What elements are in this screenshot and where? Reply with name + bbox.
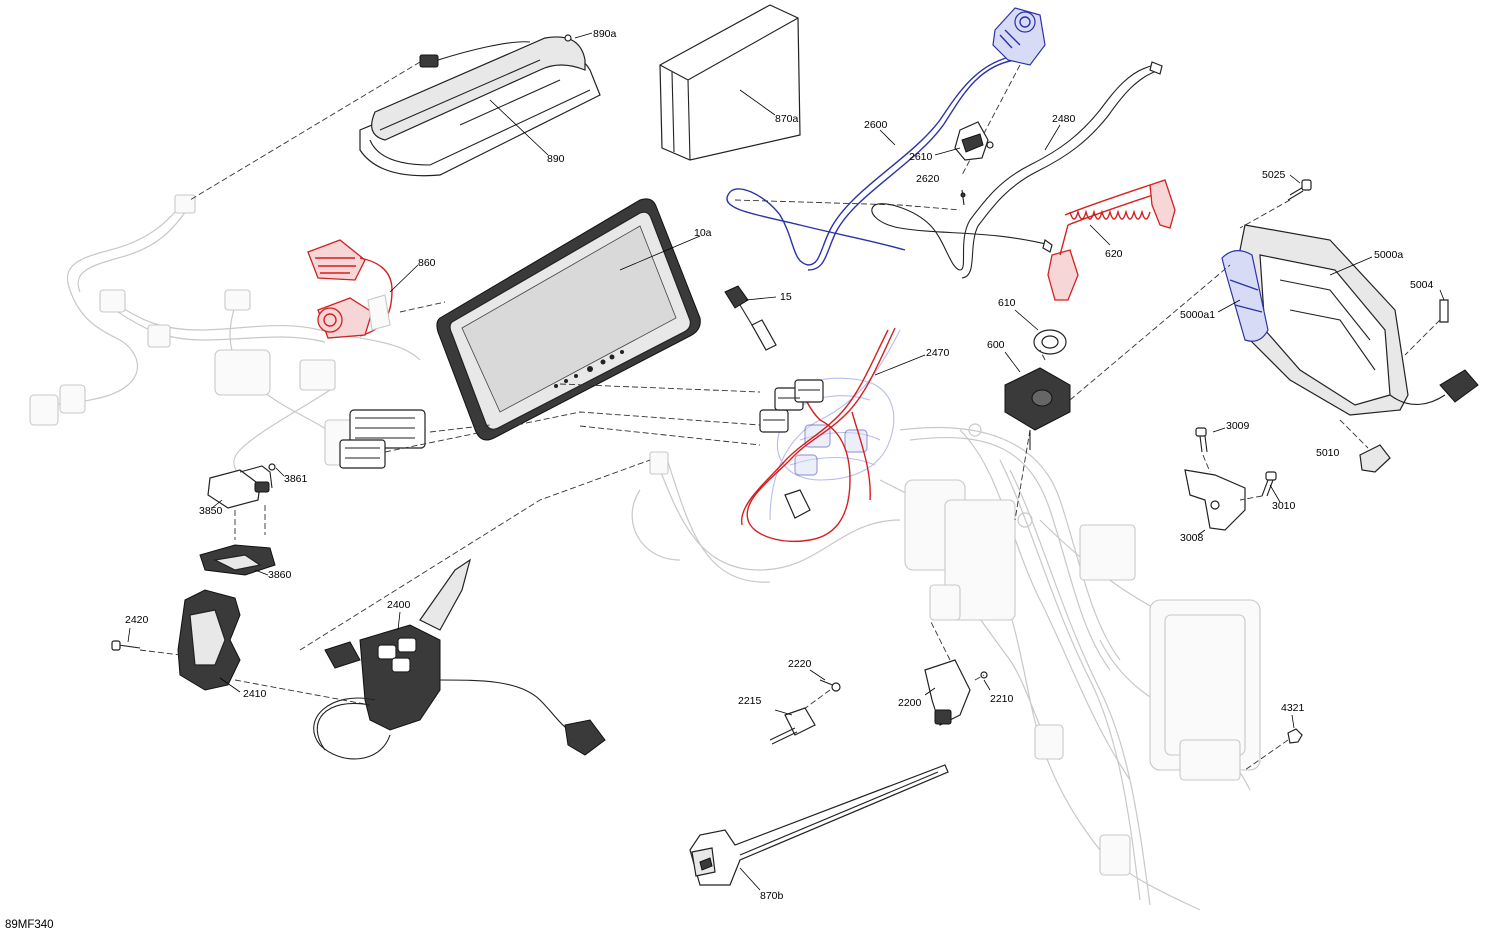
callout-3850: 3850 bbox=[199, 505, 223, 517]
callout-2420: 2420 bbox=[125, 614, 149, 626]
callout-5004: 5004 bbox=[1410, 279, 1434, 291]
part-860-red-connector bbox=[307, 239, 393, 339]
callout-3008: 3008 bbox=[1180, 532, 1204, 544]
callout-15: 15 bbox=[780, 291, 792, 303]
callout-3009: 3009 bbox=[1226, 420, 1250, 432]
callout-10a: 10a bbox=[694, 227, 712, 239]
callout-2480: 2480 bbox=[1052, 113, 1076, 125]
callout-2410: 2410 bbox=[243, 688, 267, 700]
part-2600-blue-harness bbox=[726, 7, 1046, 271]
callout-2610: 2610 bbox=[909, 151, 933, 163]
ghost-main-harness bbox=[631, 423, 1261, 911]
callout-870b: 870b bbox=[760, 890, 784, 902]
part-890-module bbox=[359, 34, 601, 177]
part-3860-bracket bbox=[199, 544, 276, 576]
callout-2620: 2620 bbox=[916, 173, 940, 185]
callout-labels: 890a 870a 890 2600 2480 2610 2620 5025 6… bbox=[125, 28, 1434, 902]
part-2200-sensor bbox=[924, 659, 971, 726]
part-15-connector bbox=[724, 285, 777, 351]
part-10a-display bbox=[436, 198, 701, 441]
part-2470-connectors bbox=[759, 379, 824, 433]
part-2480-cable bbox=[871, 61, 1163, 279]
callout-2470: 2470 bbox=[926, 347, 950, 359]
callout-3860: 3860 bbox=[268, 569, 292, 581]
ghost-left-harness bbox=[29, 194, 426, 486]
callout-620: 620 bbox=[1105, 248, 1123, 260]
part-600-switch bbox=[1004, 367, 1071, 450]
part-2215-bracket bbox=[769, 707, 816, 745]
part-610-grommet bbox=[1033, 329, 1067, 355]
callout-2200: 2200 bbox=[898, 697, 922, 709]
part-4321-nut bbox=[1287, 728, 1303, 744]
callout-2400: 2400 bbox=[387, 599, 411, 611]
callout-890a: 890a bbox=[593, 28, 617, 40]
part-2400-handlebar-switch bbox=[313, 558, 606, 760]
callout-5000a1: 5000a1 bbox=[1180, 309, 1215, 321]
callout-5010: 5010 bbox=[1316, 447, 1340, 459]
part-5010-clip bbox=[1359, 444, 1391, 473]
part-3009-bolt bbox=[1195, 427, 1208, 453]
part-2410-cover bbox=[177, 589, 241, 691]
callout-2220: 2220 bbox=[788, 658, 812, 670]
callout-3010: 3010 bbox=[1272, 500, 1296, 512]
part-2470-red-harness bbox=[741, 327, 901, 542]
part-2610-clip bbox=[954, 121, 994, 161]
callout-2600: 2600 bbox=[864, 119, 888, 131]
part-870b-cable-tie bbox=[689, 764, 949, 886]
part-620-red-lanyard bbox=[1047, 179, 1176, 301]
part-3008-bracket bbox=[1184, 469, 1246, 531]
callout-5000a: 5000a bbox=[1374, 249, 1403, 261]
callout-600: 600 bbox=[987, 339, 1005, 351]
callout-870a: 870a bbox=[775, 113, 799, 125]
part-3861-screw bbox=[268, 463, 276, 471]
part-5000a-module bbox=[1221, 224, 1479, 416]
part-2220-screw bbox=[819, 679, 841, 692]
callout-890: 890 bbox=[547, 153, 565, 165]
part-5025-bolt bbox=[1287, 179, 1312, 201]
part-3010-bolt bbox=[1261, 471, 1277, 497]
part-3850-module bbox=[207, 465, 273, 509]
callout-5025: 5025 bbox=[1262, 169, 1286, 181]
figure-code: 89MF340 bbox=[5, 919, 54, 931]
part-2420-screw bbox=[111, 640, 141, 651]
callout-860: 860 bbox=[418, 257, 436, 269]
callout-4321: 4321 bbox=[1281, 702, 1305, 714]
callout-2215: 2215 bbox=[738, 695, 762, 707]
part-5004-pin bbox=[1439, 299, 1449, 323]
callout-610: 610 bbox=[998, 297, 1016, 309]
callout-3861: 3861 bbox=[284, 473, 308, 485]
callout-2210: 2210 bbox=[990, 693, 1014, 705]
part-870a-box bbox=[659, 4, 801, 161]
